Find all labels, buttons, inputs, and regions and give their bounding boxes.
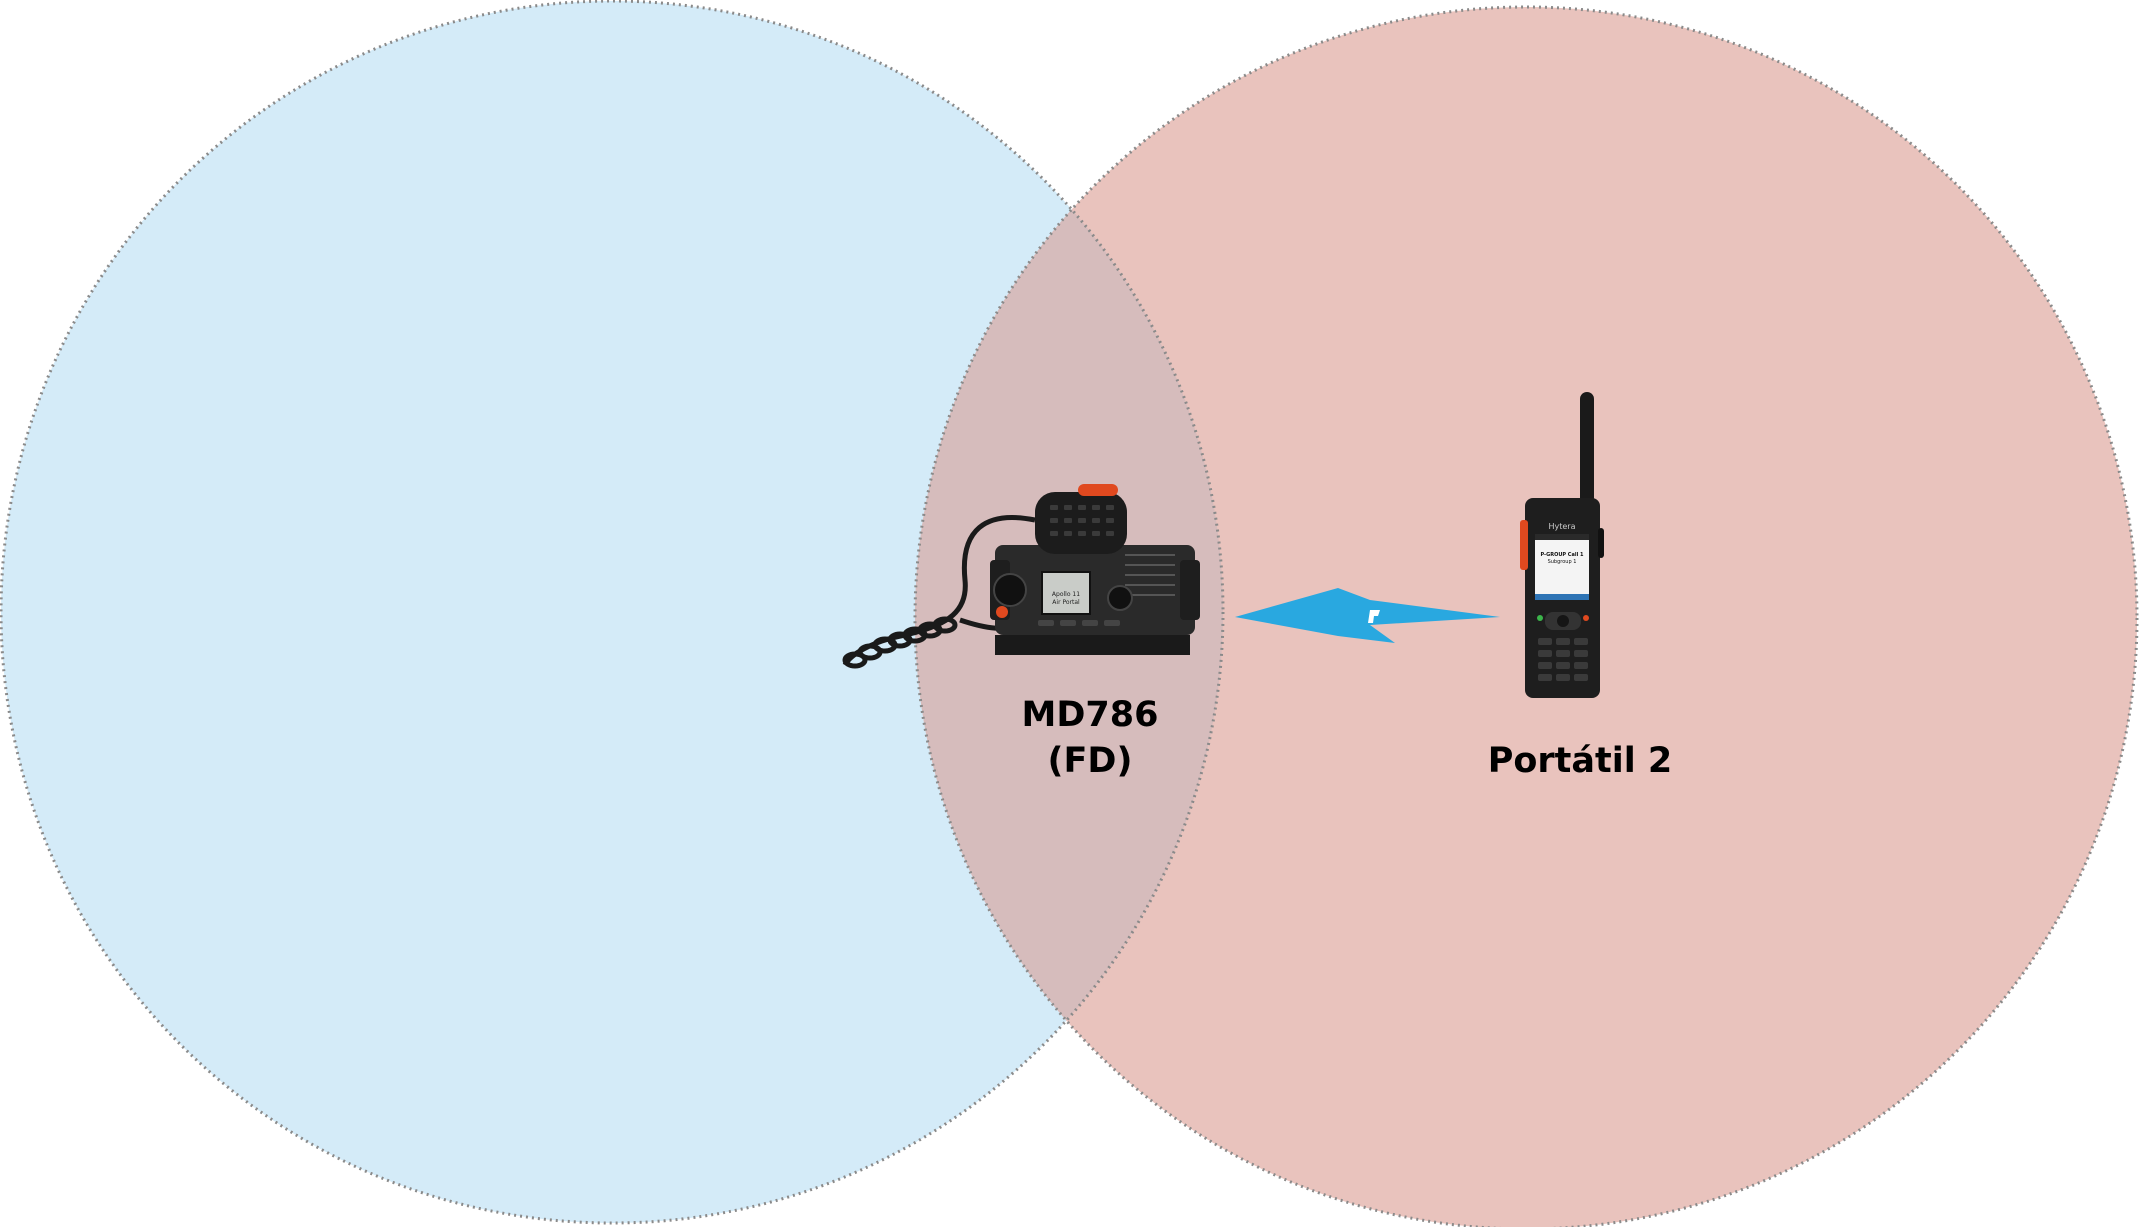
portatil-label: Portátil 2 bbox=[1487, 741, 1673, 781]
left-coverage-outline bbox=[0, 0, 1225, 1225]
mobile-display-line1: Apollo 11 bbox=[1052, 591, 1080, 598]
right-coverage-outline bbox=[913, 5, 2139, 1227]
md786-label-line2: (FD) bbox=[1047, 741, 1133, 781]
portable-screen-line1: P-GROUP Call 1 bbox=[1540, 552, 1584, 558]
md786-label: MD786 (FD) bbox=[930, 692, 1250, 784]
md786-label-line1: MD786 bbox=[1021, 695, 1159, 735]
left-coverage-area bbox=[1, 1, 1223, 1223]
mobile-radio-icon: Apollo 11 Air Portal bbox=[842, 484, 1200, 669]
mobile-display-line2: Air Portal bbox=[1052, 599, 1080, 606]
cord-coils bbox=[842, 616, 958, 669]
portable-brand: Hytera bbox=[1549, 522, 1576, 531]
portable-screen-line2: Subgroup 1 bbox=[1548, 559, 1577, 565]
lightning-bolt-icon bbox=[1235, 588, 1500, 643]
handheld-radio-icon: Hytera P-GROUP Call 1 Subgroup 1 bbox=[1520, 392, 1604, 698]
